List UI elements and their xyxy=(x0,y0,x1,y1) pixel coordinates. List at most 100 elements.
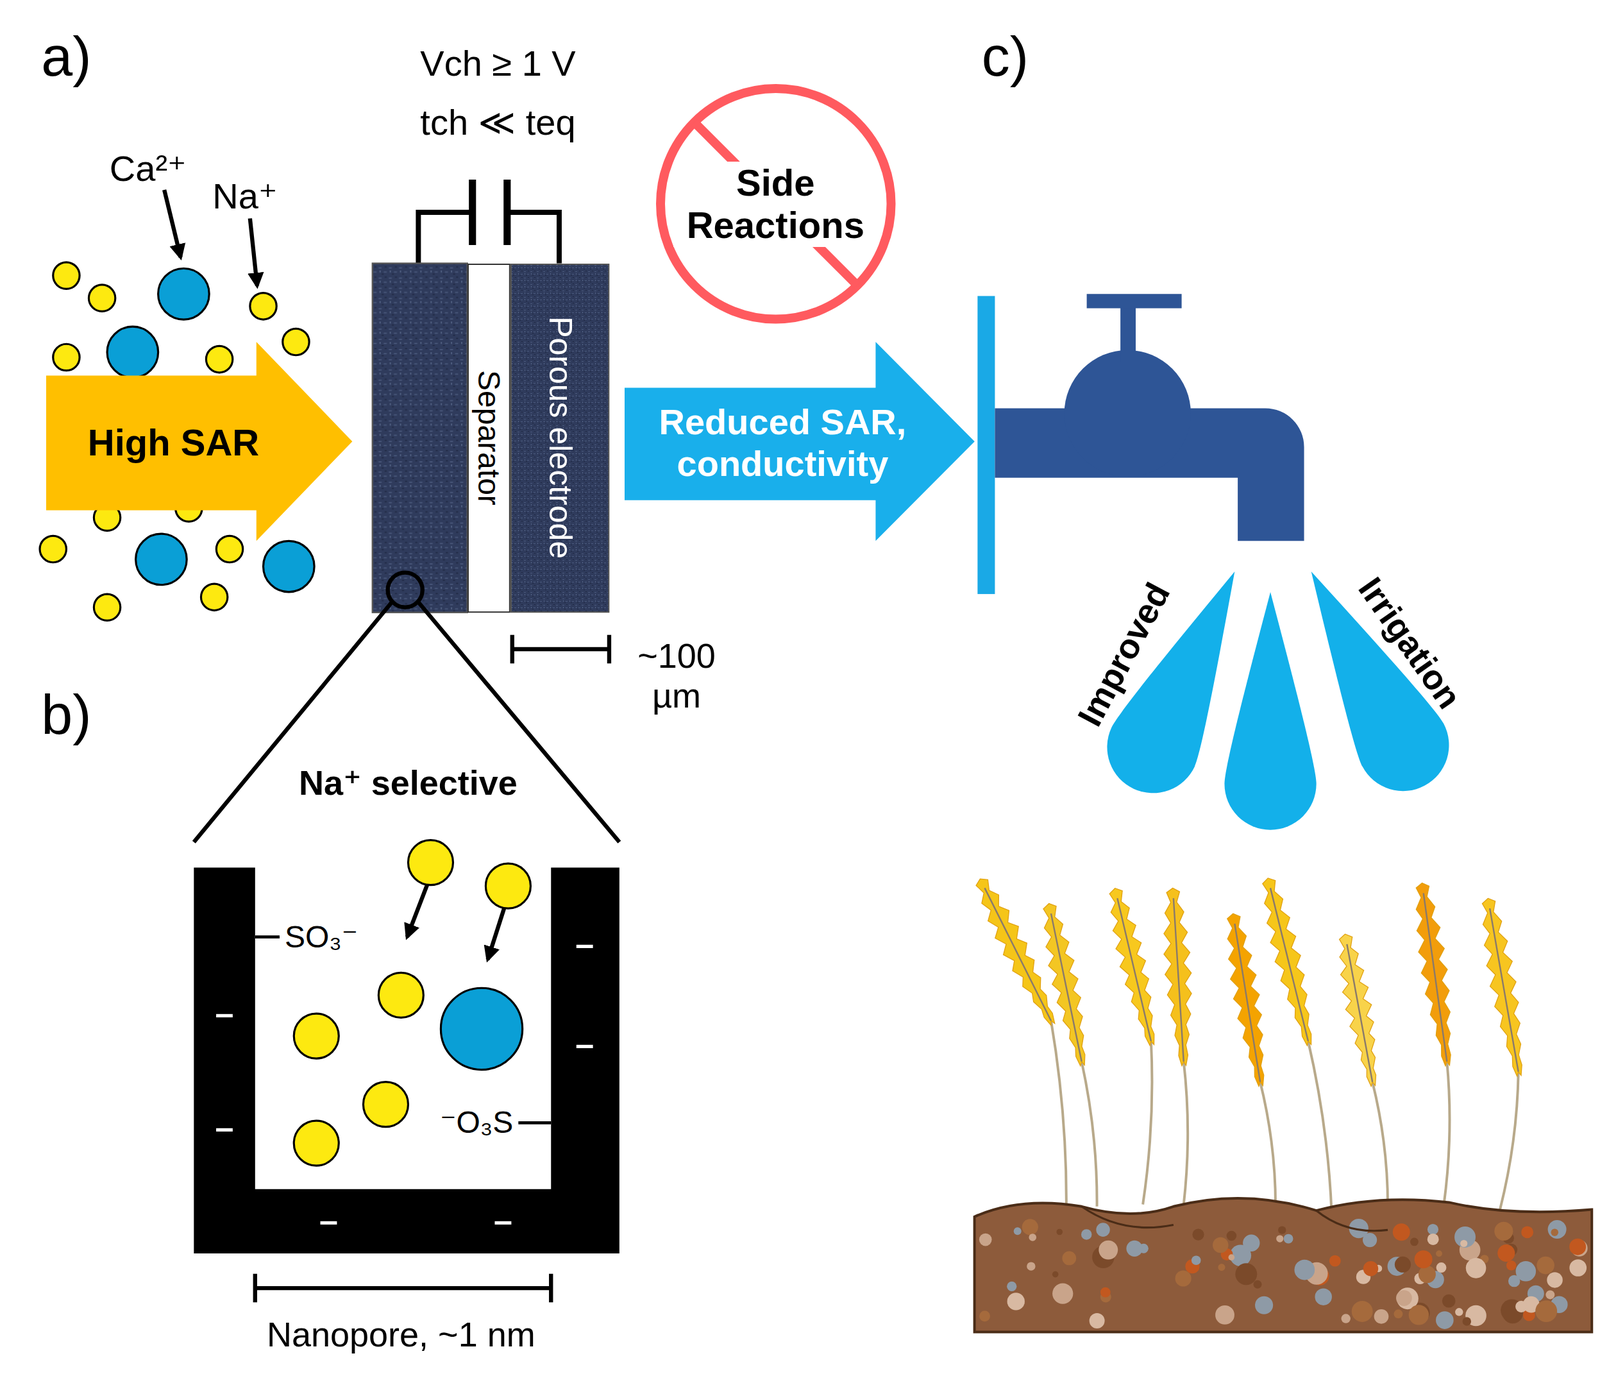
soil-grain xyxy=(1535,1299,1558,1322)
ion-label: Ca²⁺ xyxy=(109,147,187,189)
soil-grain xyxy=(1226,1230,1238,1241)
soil-grain xyxy=(979,1310,991,1322)
wheat-ear xyxy=(1043,903,1086,1066)
soil-grain xyxy=(1235,1262,1257,1285)
soil-grain xyxy=(1095,1222,1111,1237)
soil-grain xyxy=(1427,1233,1440,1245)
nanopore-wall xyxy=(193,867,620,1254)
ion xyxy=(282,328,310,355)
soil-grain xyxy=(1056,1228,1063,1236)
soil-grain xyxy=(1340,1313,1350,1323)
soil-grain xyxy=(1545,1289,1555,1299)
illustration-part xyxy=(977,295,995,594)
illustration-part xyxy=(407,883,428,937)
wheat-stalk xyxy=(1081,1061,1098,1207)
soil-grain xyxy=(1508,1274,1520,1287)
charge-sign: – xyxy=(575,1024,594,1064)
soil-grain xyxy=(1418,1265,1436,1283)
ions xyxy=(39,262,531,1166)
capacitor-symbol xyxy=(418,179,560,263)
wheat-rachis xyxy=(1270,887,1309,1041)
ion xyxy=(263,540,315,592)
prohibition-sign: Side Reactions xyxy=(655,83,897,325)
soil-grain xyxy=(1174,1269,1191,1286)
charge-sign: – xyxy=(493,1201,513,1240)
soil-grain xyxy=(1454,1226,1476,1248)
illustration-part xyxy=(1120,303,1136,363)
output-arrow: Reduced SAR, conductivity xyxy=(624,341,975,541)
scale-bar xyxy=(512,634,610,664)
soil-grain xyxy=(1515,1300,1527,1313)
wheat-ear xyxy=(1163,887,1192,1066)
wheat-ear xyxy=(1415,883,1451,1066)
illustration-part xyxy=(1064,350,1191,477)
soil-grain xyxy=(1254,1296,1273,1314)
soil-grain xyxy=(1294,1259,1315,1280)
node-label: High SAR xyxy=(87,421,260,465)
water-label: Improved xyxy=(1069,575,1178,733)
ion xyxy=(485,863,531,909)
wheat-stalk xyxy=(1499,1071,1519,1210)
porous-electrode: Porous electrode xyxy=(510,263,610,613)
soil-grain xyxy=(1329,1254,1341,1267)
ion xyxy=(205,345,233,372)
soil-grain xyxy=(979,1233,993,1247)
soil-grain xyxy=(1026,1261,1036,1270)
node-label: Separator xyxy=(471,370,507,506)
soil-grain xyxy=(1427,1223,1439,1235)
separator: Separator xyxy=(467,263,511,613)
illustration-part xyxy=(193,602,620,843)
soil-grain xyxy=(1098,1240,1118,1260)
wheat-rachis xyxy=(1489,908,1519,1072)
soil-grain xyxy=(1191,1254,1202,1265)
soil-grain xyxy=(1393,1308,1403,1318)
soil-grain xyxy=(1242,1234,1260,1252)
text-area: High SAR xyxy=(46,375,302,511)
ion xyxy=(53,262,80,289)
wheat-ear xyxy=(1482,897,1522,1076)
wheat-rachis xyxy=(1234,923,1261,1082)
wheat-stalk xyxy=(1183,1061,1188,1205)
ion xyxy=(362,1081,408,1127)
soil-grain xyxy=(1462,1316,1472,1325)
wheat-rachis xyxy=(1423,892,1448,1062)
voltage-label: Vch ≥ 1 V xyxy=(420,42,576,84)
soil-grain xyxy=(1569,1238,1586,1255)
soil-grain xyxy=(1536,1256,1555,1275)
wheat xyxy=(976,877,1522,1213)
ion xyxy=(53,343,80,371)
soil-grain xyxy=(1217,1263,1225,1271)
soil-grain xyxy=(1394,1256,1411,1273)
soil-grain xyxy=(1410,1237,1419,1247)
text-area: Reduced SAR, conductivity xyxy=(630,375,935,511)
arrow-shape xyxy=(624,341,975,541)
dimension: ~100 µm xyxy=(625,635,728,716)
wheat-rachis xyxy=(1051,913,1082,1062)
charge-sign: – xyxy=(319,1201,338,1240)
soil-grain xyxy=(1081,1228,1092,1239)
wheat-ear xyxy=(1227,913,1264,1086)
wheat-stalk xyxy=(1372,1081,1388,1210)
ion xyxy=(407,840,453,885)
illustration-part xyxy=(164,189,181,258)
wheat-rachis xyxy=(1346,943,1373,1082)
wheat-rachis xyxy=(1117,897,1152,1041)
ion xyxy=(200,583,228,610)
illustration-part xyxy=(488,908,505,960)
soil-grain xyxy=(1278,1225,1286,1234)
water-drop xyxy=(1224,591,1316,830)
soil-grain xyxy=(1022,1218,1039,1235)
soil-grain xyxy=(1314,1287,1332,1305)
soil-grain xyxy=(1506,1260,1517,1271)
panel-label: b) xyxy=(41,681,92,747)
soil xyxy=(974,1197,1593,1332)
faucet xyxy=(977,293,1304,594)
soil-grain xyxy=(1374,1308,1390,1324)
ion xyxy=(440,987,523,1070)
ion xyxy=(293,1120,339,1166)
soil-grain xyxy=(1006,1281,1017,1291)
soil-grain xyxy=(1089,1312,1105,1329)
ion xyxy=(250,293,277,320)
soil-grain xyxy=(1465,1257,1487,1279)
